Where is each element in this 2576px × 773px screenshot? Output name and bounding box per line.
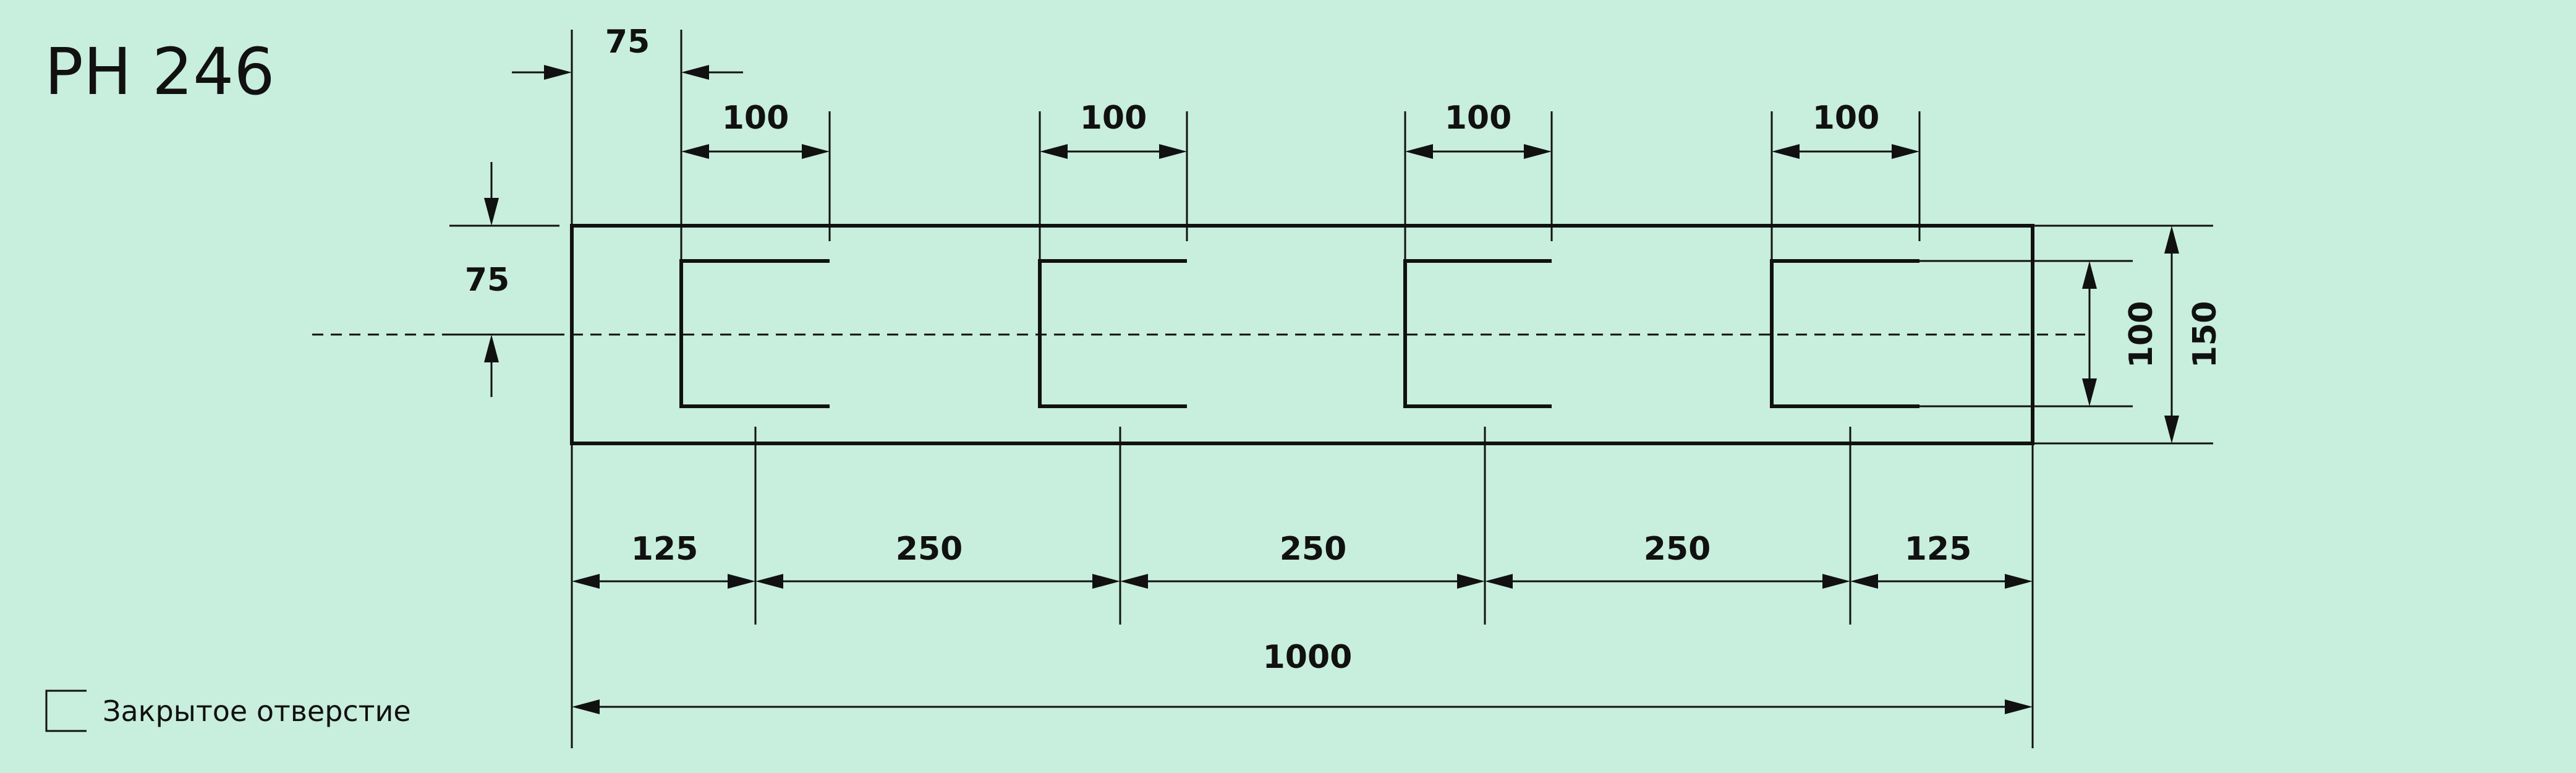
dim-spacing-3-label: 250 <box>1280 531 1347 568</box>
dim-total-length-label: 1000 <box>1263 639 1353 676</box>
dim-spacing-4: 250 <box>1485 531 1850 589</box>
dim-slot-width-3: 100 <box>1405 100 1552 159</box>
extension-lines-side <box>449 224 2213 445</box>
dim-spacing-2: 250 <box>755 531 1120 589</box>
dim-slot-width-1: 100 <box>681 100 830 159</box>
dim-slot-height: 100 <box>2082 261 2160 406</box>
dim-panel-height-label: 150 <box>2187 301 2224 369</box>
dim-total-length: 1000 <box>572 639 2033 714</box>
dim-spacing-2-label: 250 <box>896 531 963 568</box>
closed-opening-icon <box>45 690 87 732</box>
drawing-title: PH 246 <box>45 34 274 109</box>
extension-lines-top <box>571 30 1921 748</box>
dim-left-offset: 75 <box>512 23 743 80</box>
legend: Закрытое отверстие <box>45 690 411 732</box>
dim-slot-width-4: 100 <box>1772 100 1919 159</box>
dim-slot-width-1-label: 100 <box>722 100 789 137</box>
dim-spacing-1: 125 <box>572 531 755 589</box>
dim-spacing-5: 125 <box>1850 531 2033 589</box>
extension-lines-bottom <box>754 427 2034 748</box>
dim-spacing-4-label: 250 <box>1644 531 1711 568</box>
dim-slot-width-4-label: 100 <box>1813 100 1880 137</box>
dim-spacing-3: 250 <box>1120 531 1485 589</box>
slot-4 <box>1770 259 2133 408</box>
slot-2 <box>1038 259 1187 408</box>
legend-label: Закрытое отверстие <box>103 694 411 728</box>
dim-slot-height-label: 100 <box>2123 301 2160 369</box>
slot-3 <box>1403 259 1552 408</box>
dim-top-offset: 75 <box>449 162 559 397</box>
slot-1 <box>679 259 830 408</box>
dim-spacing-5-label: 125 <box>1905 531 1972 568</box>
dim-slot-width-3-label: 100 <box>1445 100 1512 137</box>
dim-slot-width-2: 100 <box>1040 100 1187 159</box>
dim-left-offset-label: 75 <box>605 23 650 61</box>
dim-slot-width-2-label: 100 <box>1080 100 1147 137</box>
dim-panel-height: 150 <box>2164 226 2224 443</box>
dim-top-offset-label: 75 <box>465 262 509 299</box>
dim-spacing-1-label: 125 <box>631 531 699 568</box>
